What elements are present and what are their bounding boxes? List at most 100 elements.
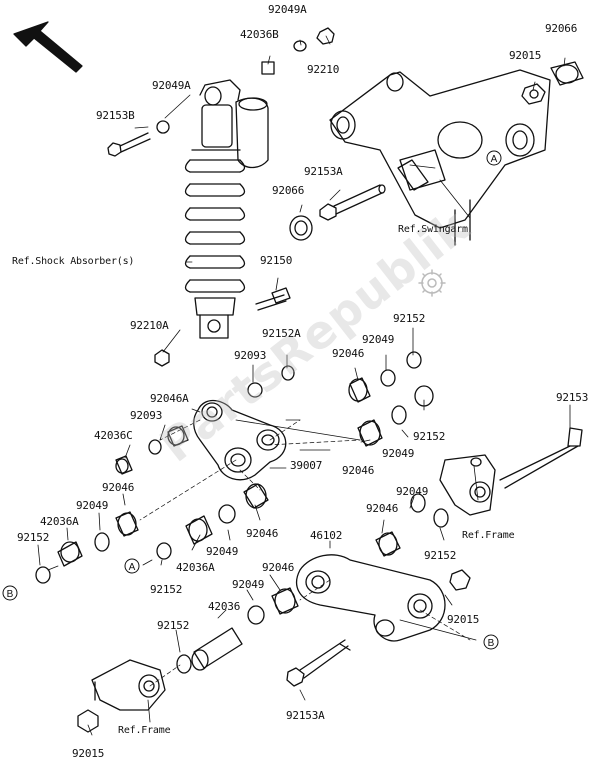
part-label-92049A: 92049A [152, 79, 191, 92]
bearing-92046-low [271, 587, 299, 615]
collar-42036B [261, 61, 275, 75]
pivot-nut-92015-top [521, 83, 546, 105]
part-label-92046-f: 92046 [366, 502, 399, 515]
part-label-92210A: 92210A [130, 319, 169, 332]
seal-92049A-top [293, 40, 307, 52]
part-label-92152-c: 92152 [150, 583, 183, 596]
part-label-42036B: 42036B [240, 28, 279, 41]
part-label-92046-l: 92046 [102, 481, 135, 494]
nut-92210A [154, 349, 170, 367]
nut-92015-bottom [77, 709, 99, 733]
part-label-92066-mid: 92066 [272, 184, 305, 197]
bearing-92046-r1 [348, 377, 371, 403]
bolt-92153B [107, 132, 151, 157]
part-label-92066-top: 92066 [545, 22, 578, 35]
seal-92049-r2 [391, 405, 407, 425]
cap-92152-l [35, 566, 51, 584]
ref-label-frame-right: Ref.Frame [462, 530, 515, 541]
callout-b-right: B [488, 638, 495, 649]
collar-42036C [115, 455, 133, 475]
seal-92049-l [94, 532, 110, 552]
callout-a-swingarm: A [491, 154, 498, 165]
part-label-92049-c: 92049 [206, 545, 239, 558]
part-label-42036: 42036 [208, 600, 241, 613]
seal-92049-f [410, 493, 426, 513]
shock-absorber-drawing [184, 79, 269, 339]
bearing-92046-l [115, 511, 139, 537]
part-label-92015-low: 92015 [447, 613, 480, 626]
part-label-92153B: 92153B [96, 109, 135, 122]
part-label-39007: 39007 [290, 459, 323, 472]
bearing-92046-c [243, 483, 269, 509]
part-label-92049-f: 92049 [396, 485, 429, 498]
part-label-92046-r2: 92046 [342, 464, 375, 477]
part-label-92150: 92150 [260, 254, 293, 267]
nut-92210 [316, 27, 335, 45]
swingarm-collar [397, 159, 429, 191]
seal-92049-r1 [380, 369, 396, 387]
part-label-92153: 92153 [556, 391, 589, 404]
part-label-92152-r1: 92152 [393, 312, 426, 325]
bolt-92153A-low [286, 639, 351, 687]
leader-lines [37, 35, 571, 736]
mounting-lines [139, 419, 471, 687]
bolt-92153 [499, 427, 583, 489]
gear-icon [418, 269, 446, 297]
collar-42036A-c [185, 515, 213, 545]
part-label-92153A-low: 92153A [286, 709, 325, 722]
cap-92152-r1 [406, 351, 422, 369]
frame-bracket-bottom [91, 659, 166, 711]
cap-92152-r2 [414, 385, 434, 407]
part-label-92152-l: 92152 [17, 531, 50, 544]
part-label-92046A: 92046A [150, 392, 189, 405]
bolt-92150 [255, 287, 291, 311]
part-label-92015-bottom: 92015 [72, 747, 105, 760]
cap-92066 [289, 215, 313, 241]
part-label-46102: 46102 [310, 529, 343, 542]
part-label-92049-low: 92049 [232, 578, 265, 591]
cap-92152-low [176, 654, 192, 674]
part-label-92093-a: 92093 [234, 349, 267, 362]
frame-bracket-right [439, 454, 496, 516]
seal-92049A [156, 120, 170, 134]
collar-42036A-l [57, 541, 83, 567]
part-label-42036A-c: 42036A [176, 561, 215, 574]
ref-label-shock-absorber: Ref.Shock Absorber(s) [12, 256, 135, 267]
ref-label-frame-bottom: Ref.Frame [118, 725, 171, 736]
seal-92049-c [218, 504, 236, 524]
part-label-92049-r1: 92049 [362, 333, 395, 346]
callout-b-left: B [7, 589, 14, 600]
part-label-92153A-mid: 92153A [304, 165, 343, 178]
front-direction-arrow-icon [13, 21, 83, 73]
nut-92015-low [449, 569, 471, 591]
part-label-42036C: 42036C [94, 429, 133, 442]
part-label-92046-r1: 92046 [332, 347, 365, 360]
part-label-92049A-top: 92049A [268, 3, 307, 16]
part-label-92152-r2: 92152 [413, 430, 446, 443]
part-label-92152-low: 92152 [157, 619, 190, 632]
part-label-92046-c: 92046 [246, 527, 279, 540]
callout-circles [2, 150, 502, 650]
seal-92049-low [247, 605, 265, 625]
part-label-92152A: 92152A [262, 327, 301, 340]
washer-92093-b [148, 439, 162, 455]
callout-a-mid: A [129, 562, 136, 573]
swingarm-pivot-cap-92066 [550, 61, 584, 86]
tie-rod-46102 [296, 554, 446, 642]
part-label-92015-top: 92015 [509, 49, 542, 62]
washer-92093-a [247, 382, 263, 398]
part-label-92049-l: 92049 [76, 499, 109, 512]
cap-92152-c [156, 542, 172, 560]
part-label-42036A-l: 42036A [40, 515, 79, 528]
part-label-92210: 92210 [307, 63, 340, 76]
part-label-92049-r2: 92049 [382, 447, 415, 460]
part-label-92093-b: 92093 [130, 409, 163, 422]
bearing-92046-f [375, 531, 401, 557]
part-label-92046-low: 92046 [262, 561, 295, 574]
cap-92152A [281, 365, 295, 381]
collar-42036 [191, 627, 243, 671]
ref-label-swingarm: Ref.Swingarm [398, 224, 468, 235]
part-label-92152-f: 92152 [424, 549, 457, 562]
